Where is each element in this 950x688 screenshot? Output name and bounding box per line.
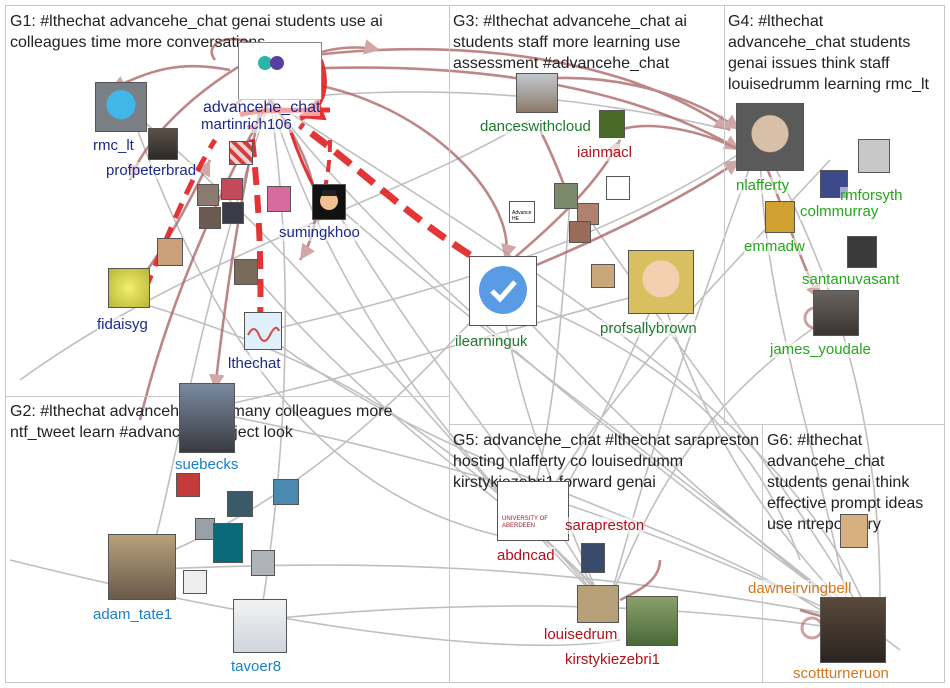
avatar-g2-small-3[interactable] [273, 479, 299, 505]
avatar-g3-lion[interactable] [606, 176, 630, 200]
avatar-danceswithcloud[interactable] [516, 73, 558, 113]
group-title-g3: G3: #lthechat advancehe_chat ai students… [453, 13, 692, 72]
advancehe-small-logo: Advance HE [512, 210, 532, 222]
avatar-ilearninguk[interactable] [469, 256, 537, 326]
avatar-abdncad[interactable]: UNIVERSITY OF ABERDEEN [497, 481, 569, 541]
lthechat-logo-icon [247, 326, 280, 342]
avatar-adam-tate1[interactable] [108, 534, 176, 600]
label-lthechat: lthechat [228, 355, 281, 372]
avatar-g2-ltc[interactable] [213, 523, 243, 563]
avatar-g5-small-1[interactable] [581, 543, 605, 573]
avatar-g6-small-1[interactable] [840, 514, 868, 548]
cartoon-face-icon [320, 190, 338, 210]
avatar-g2-small-5[interactable] [251, 550, 275, 576]
group-title-g4: G4: #lthechat advancehe_chat students ge… [728, 13, 929, 93]
avatar-suebecks[interactable] [179, 383, 235, 453]
group-box-g6 [762, 424, 945, 683]
avatar-advancehe-chat[interactable] [238, 42, 322, 100]
label-martinrich106: martinrich106 [201, 116, 292, 133]
avatar-small-5[interactable] [199, 207, 221, 229]
avatar-g4-small-1[interactable] [858, 139, 890, 173]
label-louisedrumm: louisedrum [544, 626, 618, 643]
label-nlafferty: nlafferty [736, 177, 790, 194]
avatar-small-4[interactable] [222, 202, 244, 224]
advancehe-logo-icon [258, 56, 284, 70]
avatar-rmc-lt[interactable] [95, 82, 147, 132]
avatar-g2-small-2[interactable] [227, 491, 253, 517]
label-james-youdale: james_youdale [770, 341, 871, 358]
label-abdncad: abdncad [497, 547, 555, 564]
avatar-sumingkhoo[interactable] [312, 184, 346, 220]
avatar-g2-small-4[interactable] [195, 518, 215, 540]
avatar-g3-advance[interactable]: Advance HE [509, 201, 535, 223]
label-rmc-lt: rmc_lt [93, 137, 134, 154]
avatar-g4-small-3[interactable] [765, 201, 795, 233]
label-profsallybrown: profsallybrown [600, 320, 697, 337]
avatar-kirstykiezebri1[interactable] [626, 596, 678, 646]
label-profpeterbrad: profpeterbrad [106, 162, 197, 179]
avatar-small-7[interactable] [157, 238, 183, 266]
avatar-fidaisyg[interactable] [108, 268, 150, 308]
avatar-profpeterbrad[interactable] [148, 128, 178, 160]
avatar-small-3[interactable] [197, 184, 219, 206]
label-tavoer8: tavoer8 [231, 658, 282, 675]
label-ilearninguk: ilearninguk [455, 333, 528, 350]
label-suebecks: suebecks [175, 456, 239, 473]
avatar-g3-small-1[interactable] [599, 110, 625, 138]
avatar-santanuvasant[interactable] [847, 236, 877, 268]
label-colmmurray: colmmurray [800, 203, 879, 220]
aberdeen-logo-text: UNIVERSITY OF ABERDEEN [502, 516, 548, 529]
label-danceswithcloud: danceswithcloud [480, 118, 591, 135]
label-dawneirvingbell: dawneirvingbell [748, 580, 852, 597]
avatar-g2-small-1[interactable] [176, 473, 200, 497]
label-sumingkhoo: sumingkhoo [279, 224, 360, 241]
avatar-small-8[interactable] [234, 259, 258, 285]
avatar-louisedrumm[interactable] [577, 585, 619, 623]
avatar-small-1[interactable] [229, 141, 253, 165]
avatar-scottturneruon[interactable] [820, 597, 886, 663]
avatar-g3-small-4[interactable] [569, 221, 591, 243]
group-title-g6: G6: #lthechat advancehe_chat students ge… [767, 432, 928, 533]
label-iainmacl: iainmacl [577, 144, 633, 161]
avatar-g3-small-2[interactable] [554, 183, 578, 209]
avatar-small-6[interactable] [267, 186, 291, 212]
label-sarapreston: sarapreston [565, 517, 645, 534]
avatar-g3-small-5[interactable] [591, 264, 615, 288]
label-rmforsyth: rmforsyth [840, 187, 903, 204]
avatar-lthechat[interactable] [244, 312, 282, 350]
label-kirstykiezebri1: kirstykiezebri1 [565, 651, 661, 668]
avatar-small-2[interactable] [221, 178, 243, 200]
group-box-g1 [5, 5, 450, 397]
group-title-g1: G1: #lthechat advancehe_chat genai stude… [10, 13, 388, 51]
label-scottturneruon: scottturneruon [793, 665, 889, 682]
avatar-g2-small-6[interactable] [183, 570, 207, 594]
label-santanuvasant: santanuvasant [802, 271, 900, 288]
label-emmadw: emmadw [744, 238, 805, 255]
label-advancehe-chat: advancehe_chat [203, 99, 321, 116]
label-fidaisyg: fidaisyg [97, 316, 148, 333]
avatar-tavoer8[interactable] [233, 599, 287, 653]
verified-badge-icon [479, 266, 527, 314]
label-adam-tate1: adam_tate1 [93, 606, 173, 623]
avatar-james-youdale[interactable] [813, 290, 859, 336]
avatar-nlafferty[interactable] [736, 103, 804, 171]
avatar-profsallybrown[interactable] [628, 250, 694, 314]
